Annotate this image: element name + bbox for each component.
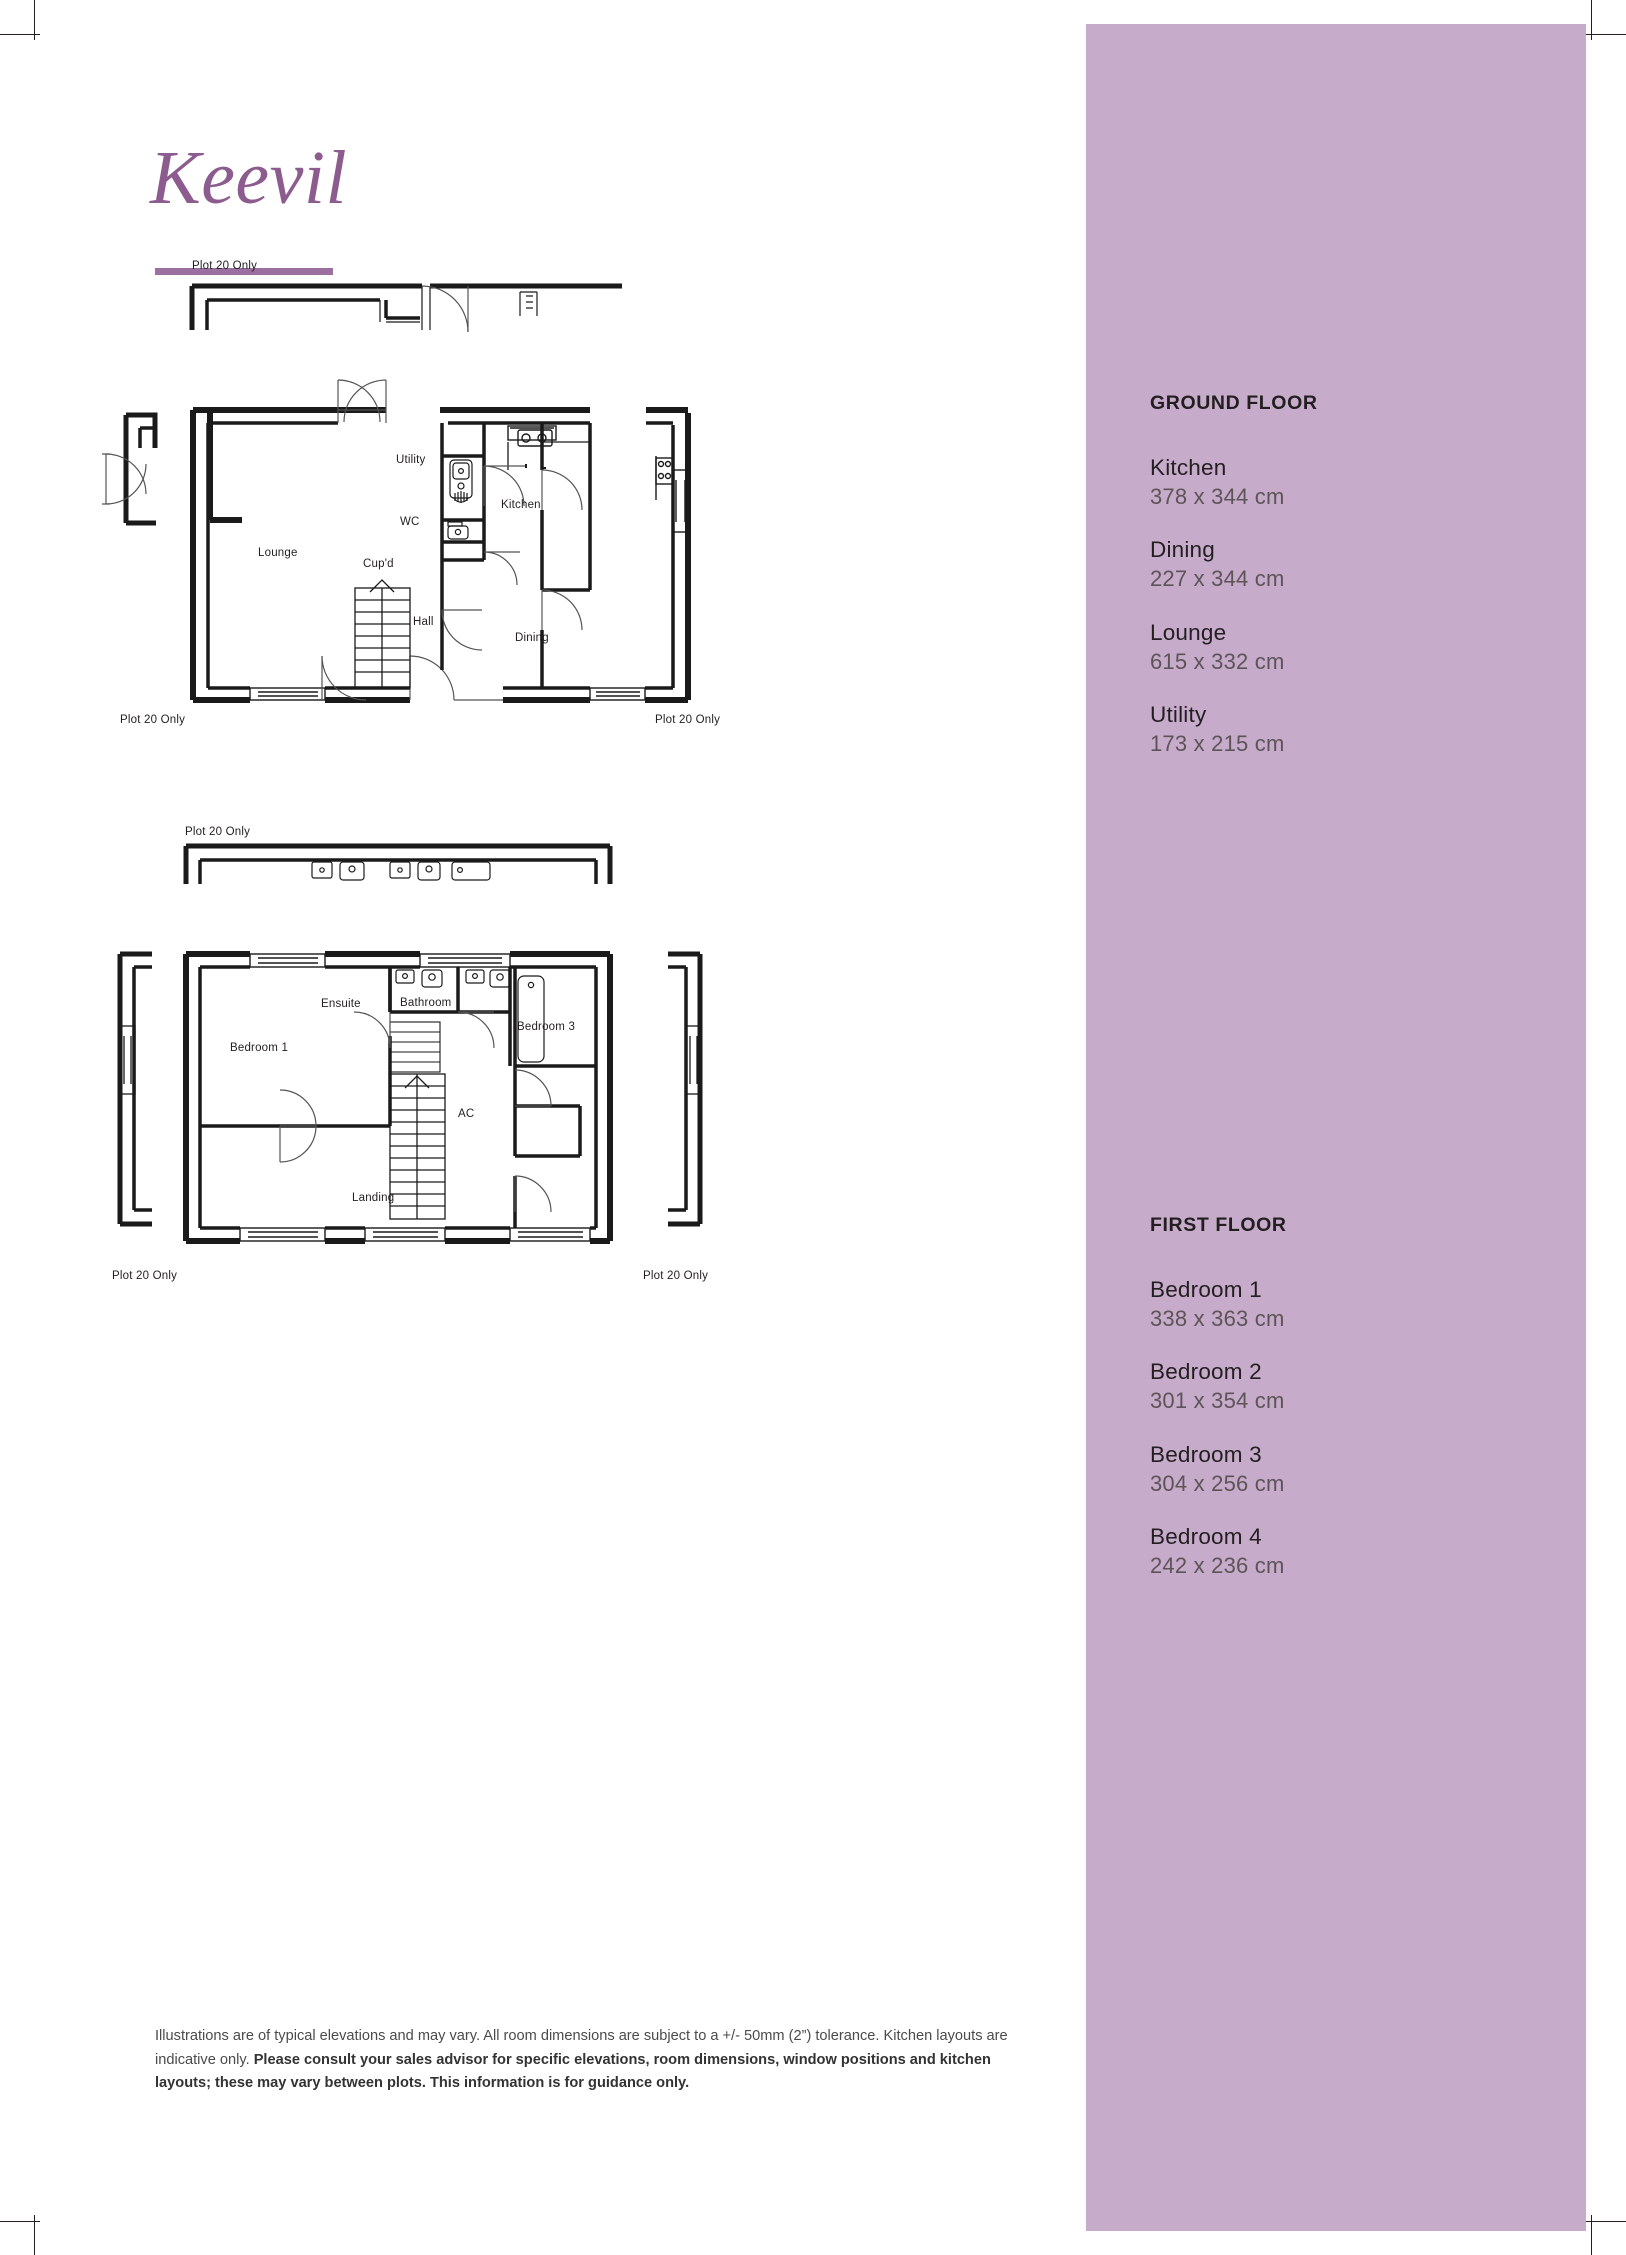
room-dimensions: 242 x 236 cm: [1150, 1553, 1285, 1579]
room-name: Dining: [1150, 537, 1215, 563]
room-dimensions: 304 x 256 cm: [1150, 1470, 1285, 1496]
room-spec-dining: Dining 227 x 344 cm: [1150, 537, 1550, 593]
room-spec-bedroom-2: Bedroom 2 301 x 354 cm: [1150, 1359, 1550, 1415]
ff-room-label-ensuite: Ensuite: [321, 998, 361, 1010]
room-name: Bedroom 2: [1150, 1359, 1262, 1385]
room-spec-lounge: Lounge 615 x 332 cm: [1150, 620, 1550, 676]
page-title: Keevil: [150, 136, 348, 220]
disclaimer-normal-text: Illustrations are of typical elevations …: [155, 2028, 1008, 2068]
ff-room-label-ac: AC: [458, 1108, 475, 1120]
room-dimensions: 378 x 344 cm: [1150, 483, 1285, 509]
gf-room-label-dining: Dining: [515, 632, 549, 644]
room-dimensions: 173 x 215 cm: [1150, 731, 1285, 757]
first-floor-heading: FIRST FLOOR: [1150, 1214, 1287, 1236]
first-floor-section: FIRST FLOOR Bedroom 1 338 x 363 cm Bedro…: [1150, 1214, 1550, 1607]
first-floor-plan: [90, 836, 730, 1276]
ff-room-label-landing: Landing: [352, 1192, 395, 1204]
specification-sidebar: GROUND FLOOR Kitchen 378 x 344 cm Dining…: [1086, 24, 1586, 2231]
room-spec-utility: Utility 173 x 215 cm: [1150, 702, 1550, 758]
gf-plot-note-bottom-right: Plot 20 Only: [655, 714, 721, 726]
gf-room-label-wc: WC: [400, 516, 420, 528]
room-name: Bedroom 3: [1150, 1441, 1262, 1467]
room-dimensions: 227 x 344 cm: [1150, 566, 1285, 592]
room-name: Utility: [1150, 702, 1207, 728]
gf-room-label-kitchen: Kitchen: [501, 499, 541, 511]
room-spec-bedroom-3: Bedroom 3 304 x 256 cm: [1150, 1442, 1550, 1498]
room-name: Bedroom 1: [1150, 1277, 1262, 1302]
room-spec-kitchen: Kitchen 378 x 344 cm: [1150, 455, 1550, 511]
ff-plot-note-top: Plot 20 Only: [185, 826, 251, 838]
gf-room-label-utility: Utility: [396, 454, 426, 466]
room-name: Lounge: [1150, 619, 1227, 645]
gf-room-label-lounge: Lounge: [258, 547, 298, 559]
room-name: Kitchen: [1150, 455, 1227, 480]
ff-plot-note-bottom-left: Plot 20 Only: [112, 1270, 178, 1282]
ground-floor-plan: [90, 270, 730, 720]
disclaimer-bold-text: Please consult your sales advisor for sp…: [155, 2051, 991, 2092]
room-name: Bedroom 4: [1150, 1524, 1262, 1550]
room-dimensions: 615 x 332 cm: [1150, 648, 1285, 674]
gf-room-label-cupboard: Cup'd: [363, 558, 394, 570]
gf-plot-note-top: Plot 20 Only: [192, 260, 258, 272]
room-spec-bedroom-4: Bedroom 4 242 x 236 cm: [1150, 1524, 1550, 1580]
ff-room-label-bedroom-3: Bedroom 3: [517, 1021, 576, 1033]
ground-floor-heading: GROUND FLOOR: [1150, 392, 1318, 414]
room-spec-bedroom-1: Bedroom 1 338 x 363 cm: [1150, 1277, 1550, 1333]
gf-plot-note-bottom-left: Plot 20 Only: [120, 714, 186, 726]
ff-room-label-bathroom: Bathroom: [400, 997, 452, 1009]
room-dimensions: 338 x 363 cm: [1150, 1305, 1285, 1331]
gf-room-label-hall: Hall: [413, 616, 434, 628]
title-underline-rule: [155, 268, 333, 275]
ground-floor-section: GROUND FLOOR Kitchen 378 x 344 cm Dining…: [1150, 392, 1550, 785]
room-dimensions: 301 x 354 cm: [1150, 1388, 1285, 1414]
disclaimer-footer: Illustrations are of typical elevations …: [155, 2025, 1015, 2096]
ff-room-label-bedroom-1: Bedroom 1: [230, 1042, 289, 1054]
ff-plot-note-bottom-right: Plot 20 Only: [643, 1270, 709, 1282]
